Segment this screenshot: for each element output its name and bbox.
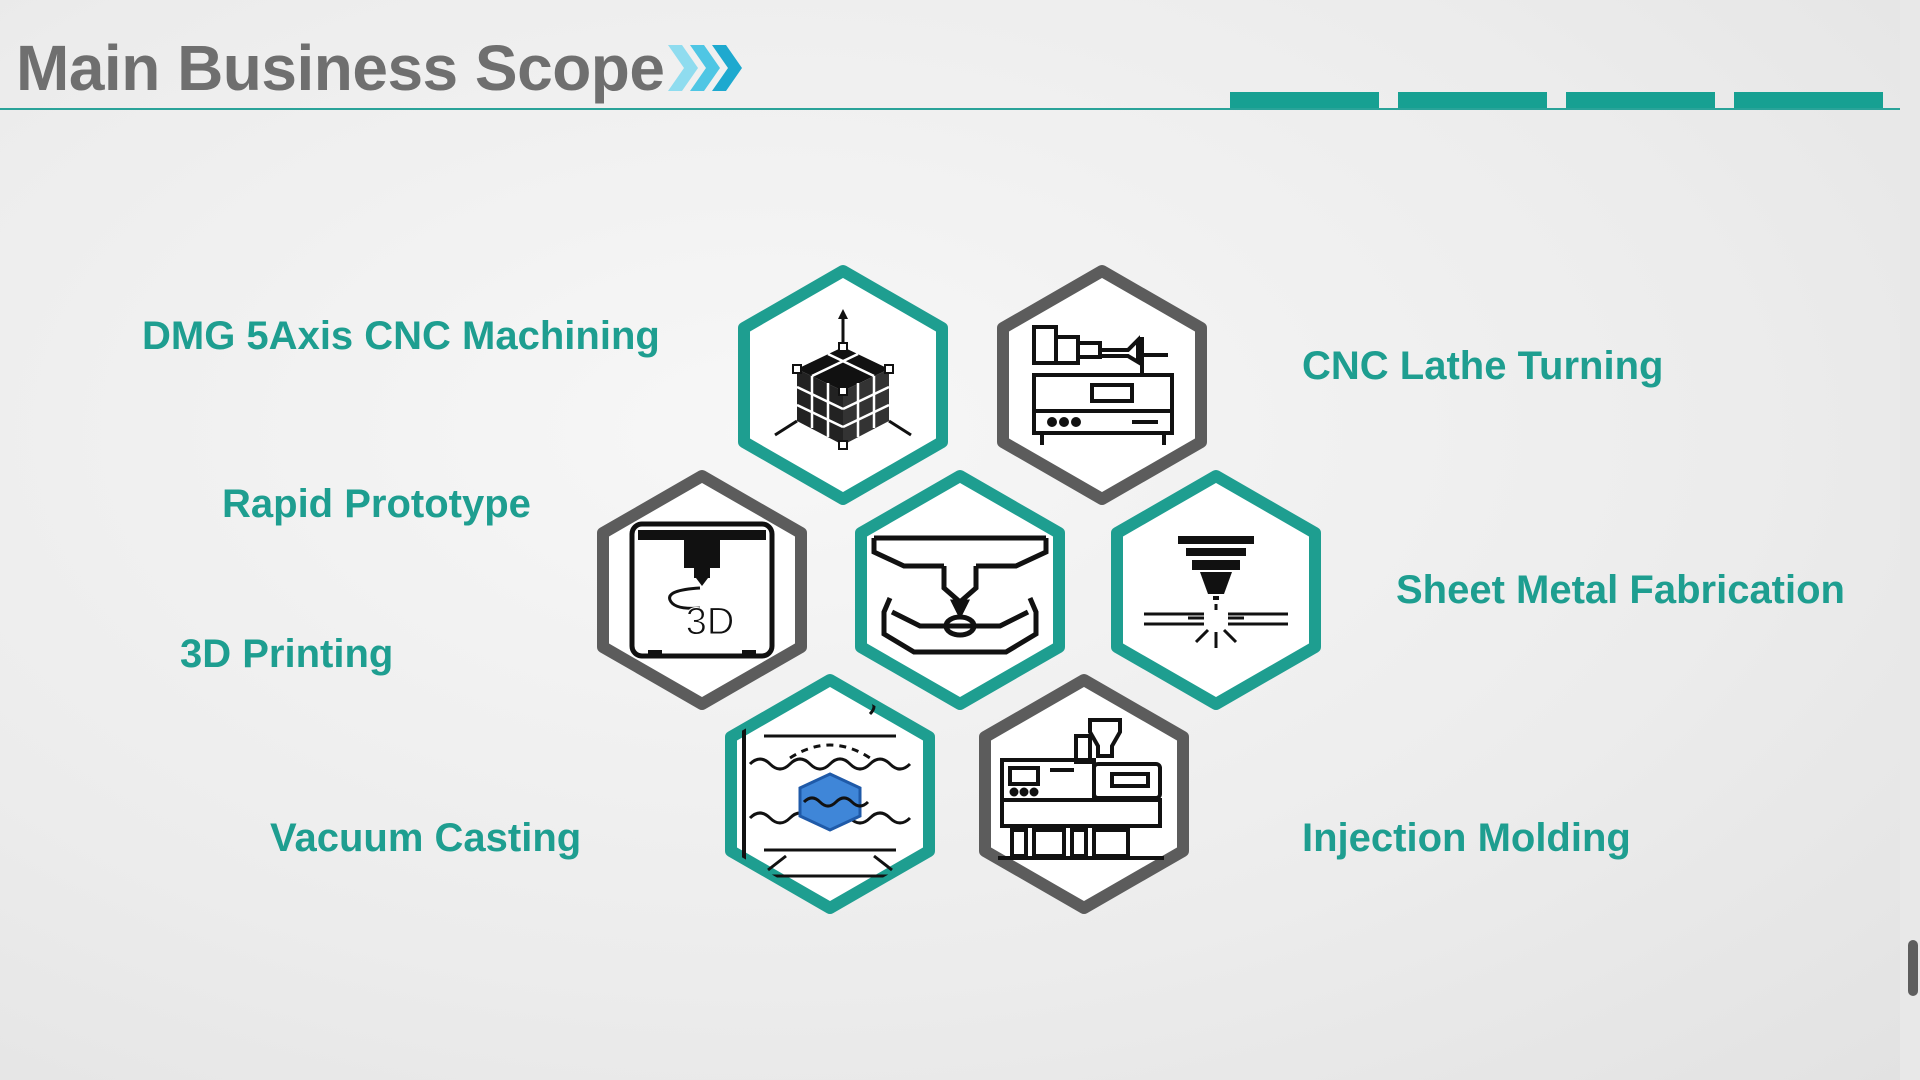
service-label-rapid-prototype: Rapid Prototype (222, 482, 531, 526)
vacuum-casting-icon (742, 694, 912, 894)
3d-text: 3D (686, 601, 735, 643)
tab-indicator (1398, 92, 1547, 108)
scrollbar-track[interactable] (1900, 0, 1920, 1080)
service-label-5axis: DMG 5Axis CNC Machining (142, 314, 660, 358)
service-label-3d-printing: 3D Printing (180, 632, 394, 676)
hex-vacuum-casting (725, 674, 935, 914)
cnc-lathe-icon (1032, 325, 1174, 445)
page-title: Main Business Scope (16, 32, 665, 104)
hex-5axis (738, 265, 948, 505)
service-label-sheet-metal: Sheet Metal Fabrication (1396, 568, 1845, 612)
laser-sheet-cutting-icon (1144, 536, 1288, 648)
tab-indicator (1566, 92, 1715, 108)
tab-indicators (1230, 92, 1883, 108)
header-divider (0, 108, 1920, 110)
3d-printer-icon: 3D (629, 521, 775, 659)
service-label-vacuum-casting: Vacuum Casting (270, 816, 582, 860)
header: Main Business Scope (16, 28, 744, 108)
hex-sheet-metal (1111, 470, 1321, 710)
injection-molding-machine-icon (998, 718, 1164, 860)
tab-indicator (1230, 92, 1379, 108)
hex-3d-printing: 3D (597, 470, 807, 710)
5-axis-cube-icon (774, 309, 912, 450)
scrollbar-thumb[interactable] (1908, 940, 1918, 996)
tab-indicator (1734, 92, 1883, 108)
hex-rapid-prototype (855, 470, 1065, 710)
service-label-cnc-lathe: CNC Lathe Turning (1302, 344, 1664, 388)
hex-cnc-lathe (997, 265, 1207, 505)
hex-injection-molding (979, 674, 1189, 914)
service-label-injection-molding: Injection Molding (1302, 816, 1631, 860)
laser-cutter-icon (871, 535, 1049, 655)
chevron-right-icon (668, 45, 743, 91)
